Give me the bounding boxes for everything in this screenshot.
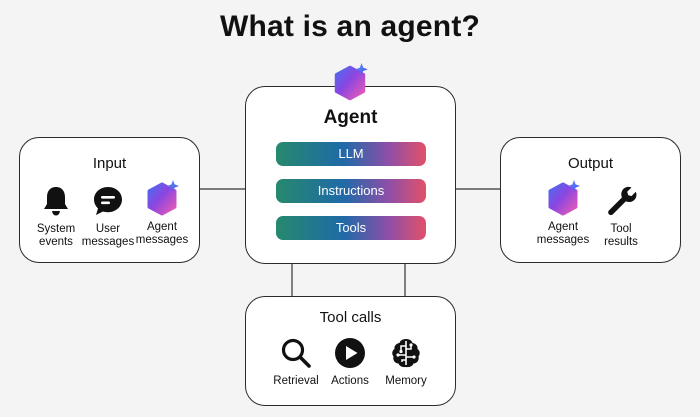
tool-item-label: Retrieval bbox=[273, 375, 319, 387]
tool-calls-title: Tool calls bbox=[319, 309, 382, 326]
agent-logo-icon bbox=[329, 62, 371, 104]
agent-hexagon-icon bbox=[543, 179, 583, 219]
input-item-agent-messages: Agent messages bbox=[134, 181, 190, 247]
input-item-system-events: System events bbox=[28, 183, 84, 249]
agent-hexagon-icon bbox=[142, 179, 182, 219]
bell-icon bbox=[44, 187, 68, 216]
tool-item-label: Memory bbox=[385, 375, 427, 387]
tool-item-actions: Actions bbox=[322, 335, 378, 388]
input-box: Input System events User messages Agent … bbox=[19, 137, 200, 263]
input-item-user-messages: User messages bbox=[80, 183, 136, 249]
input-title: Input bbox=[92, 155, 127, 172]
input-item-label: Agent messages bbox=[135, 221, 189, 246]
input-item-label: System events bbox=[36, 223, 76, 248]
tool-item-memory: Memory bbox=[378, 335, 434, 388]
output-item-label: Tool results bbox=[604, 223, 638, 248]
agent-title: Agent bbox=[323, 107, 378, 128]
play-icon bbox=[335, 338, 365, 368]
agent-component-llm: LLM bbox=[276, 142, 426, 166]
tool-calls-box: Tool calls Retrieval Actions Memory bbox=[245, 296, 456, 406]
tool-item-retrieval: Retrieval bbox=[268, 335, 324, 388]
brain-circuit-icon bbox=[392, 339, 420, 368]
output-item-agent-messages: Agent messages bbox=[535, 181, 591, 247]
input-item-label: User messages bbox=[81, 223, 135, 248]
agent-component-tools: Tools bbox=[276, 216, 426, 240]
output-item-tool-results: Tool results bbox=[593, 183, 649, 249]
page-title: What is an agent? bbox=[219, 10, 481, 43]
agent-box: Agent LLM Instructions Tools bbox=[245, 86, 456, 264]
output-title: Output bbox=[567, 155, 614, 172]
tool-item-label: Actions bbox=[331, 375, 369, 387]
output-box: Output Agent messages Tool results bbox=[500, 137, 681, 263]
output-item-label: Agent messages bbox=[536, 221, 590, 246]
agent-component-instructions: Instructions bbox=[276, 179, 426, 203]
chat-bubble-icon bbox=[94, 187, 122, 215]
magnifier-icon bbox=[281, 338, 311, 368]
wrench-icon bbox=[608, 186, 637, 216]
